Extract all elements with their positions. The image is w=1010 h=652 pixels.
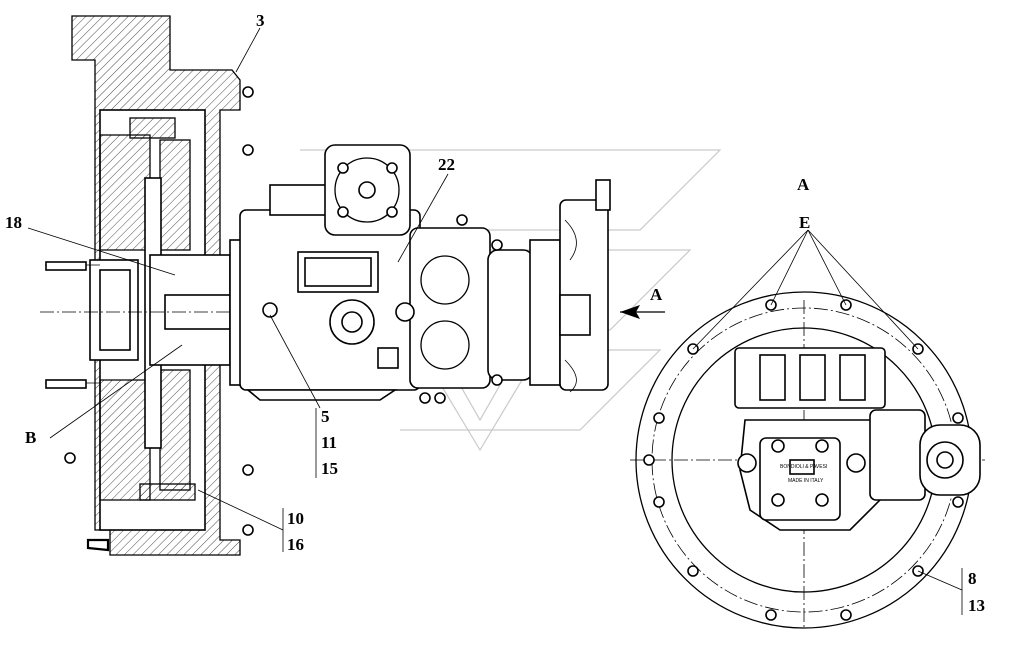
callout-3: 3 — [256, 11, 265, 30]
callout-a-arrow: A — [650, 285, 663, 304]
pump-assembly — [229, 144, 611, 404]
callout-13: 13 — [968, 596, 985, 615]
callout-11: 11 — [321, 433, 337, 452]
callout-a-view: A — [797, 175, 810, 194]
callout-18: 18 — [5, 213, 22, 232]
callout-e: E — [799, 213, 810, 232]
leader-lines — [27, 27, 963, 615]
callout-8: 8 — [968, 569, 977, 588]
callout-15: 15 — [321, 459, 338, 478]
callout-b: B — [25, 428, 36, 447]
callout-16: 16 — [287, 535, 304, 554]
view-a-arrow — [620, 305, 665, 319]
callout-22: 22 — [438, 155, 455, 174]
view-a-detail: BONDIOLI & PAVESI MADE IN ITALY — [630, 291, 985, 630]
nameplate-origin: MADE IN ITALY — [788, 478, 824, 484]
callout-5: 5 — [321, 407, 330, 426]
callout-10: 10 — [287, 509, 304, 528]
flywheel-housing-section — [40, 15, 600, 556]
nameplate-brand: BONDIOLI & PAVESI — [780, 464, 827, 470]
callout-labels: 3 22 18 B 5 11 15 10 16 A A E 8 13 — [5, 11, 985, 615]
